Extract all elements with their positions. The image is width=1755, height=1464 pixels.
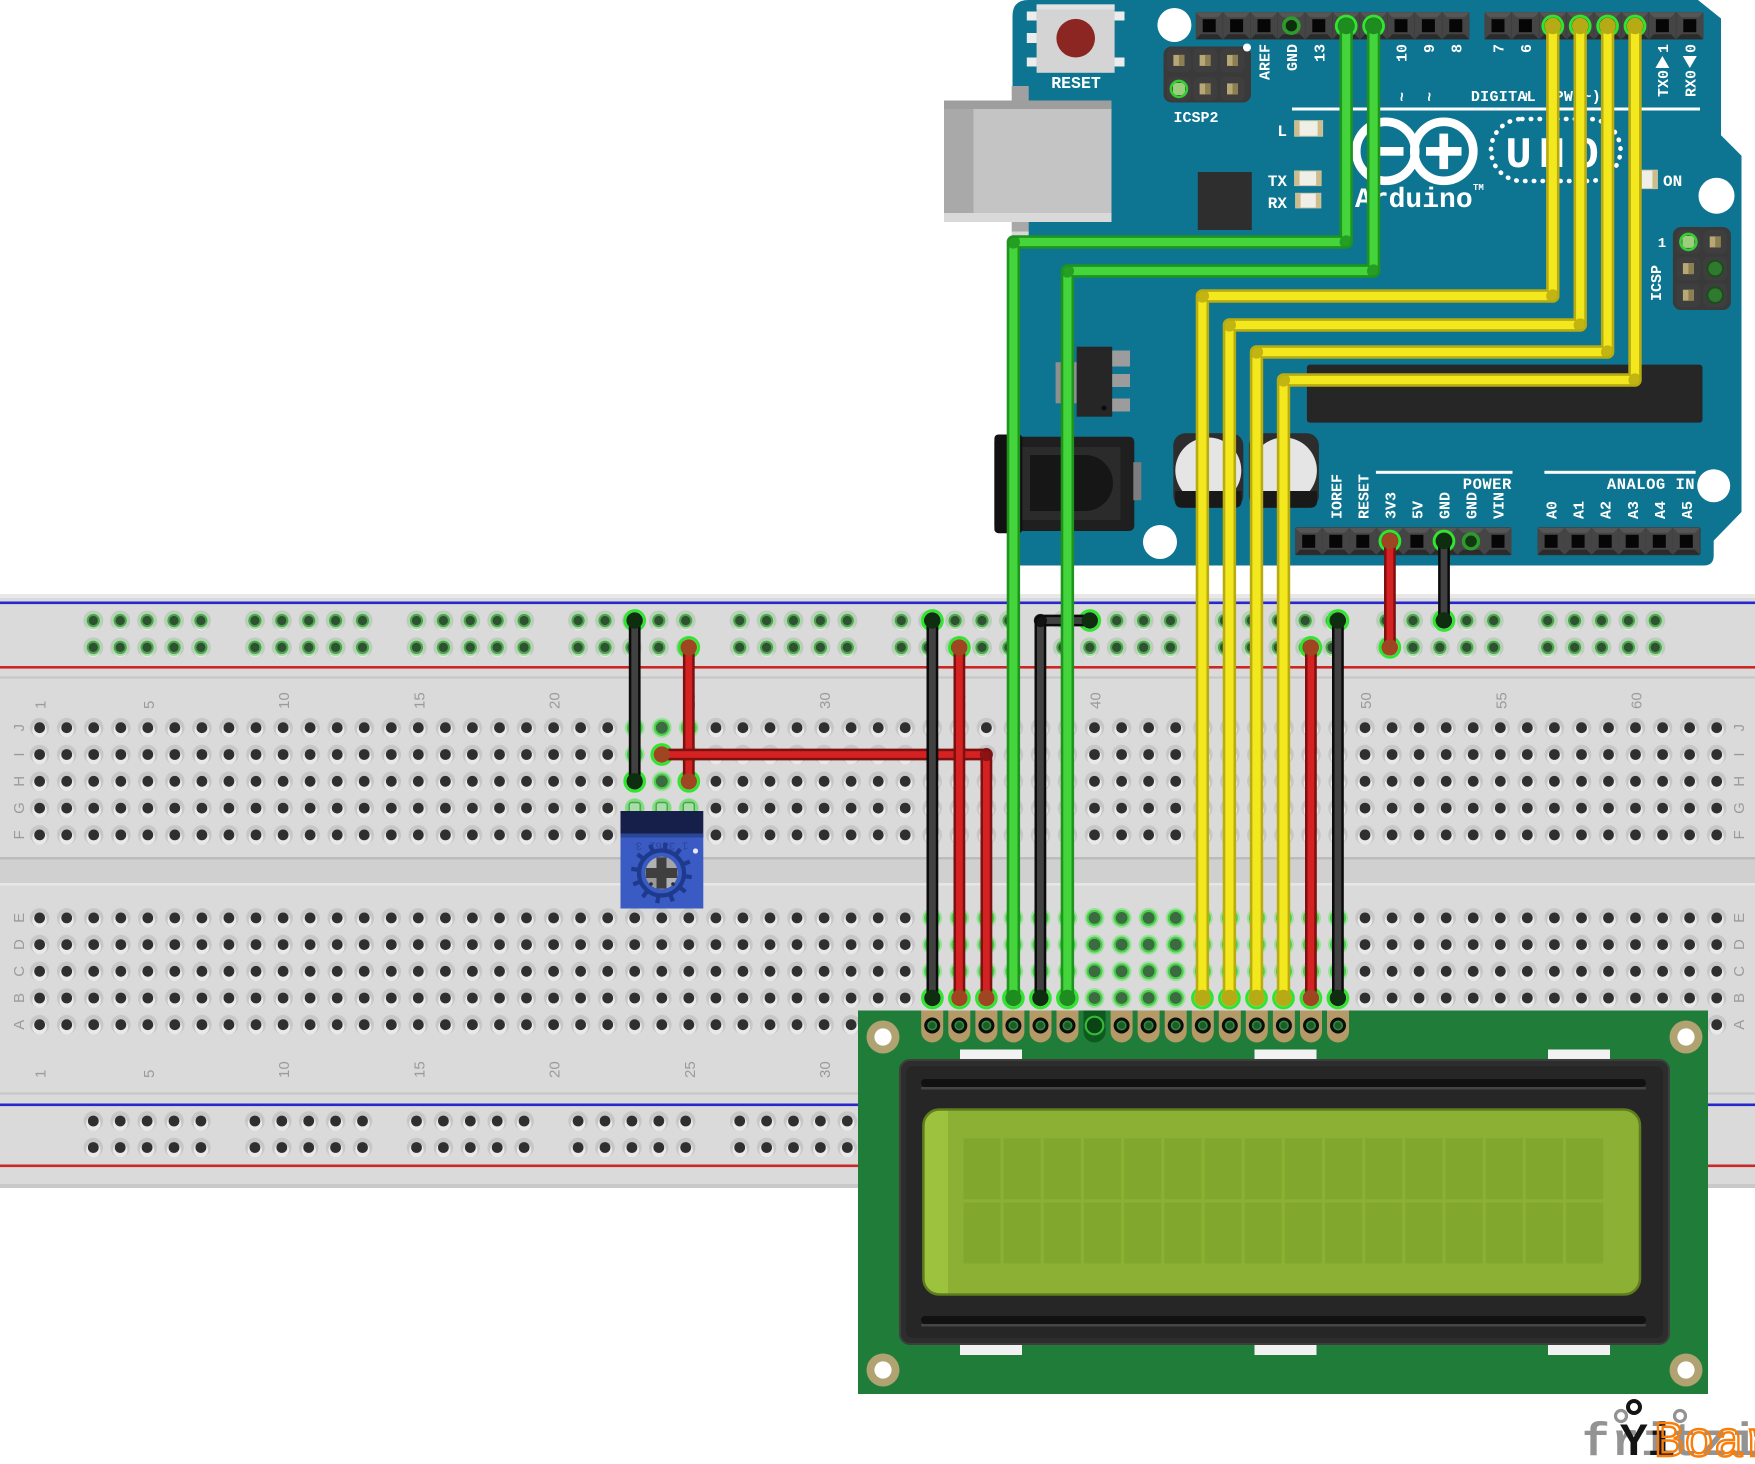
svg-text:A3: A3: [1626, 501, 1643, 519]
svg-text:F: F: [11, 830, 28, 839]
svg-text:GND: GND: [1465, 492, 1482, 519]
svg-text:D: D: [1731, 939, 1748, 950]
svg-text:~: ~: [1421, 92, 1439, 102]
svg-text:Yi: Yi: [1620, 1417, 1675, 1464]
svg-text:E: E: [1731, 913, 1748, 923]
svg-text:TM: TM: [1473, 183, 1484, 193]
svg-text:TX0: TX0: [1656, 70, 1673, 97]
svg-text:10: 10: [276, 692, 293, 709]
svg-text:C: C: [1731, 966, 1748, 977]
svg-text:30: 30: [817, 1061, 834, 1078]
svg-text:POWER: POWER: [1463, 476, 1512, 494]
svg-text:A2: A2: [1599, 501, 1616, 519]
svg-text:ANALOG IN: ANALOG IN: [1607, 476, 1695, 494]
svg-text:DIGITAL (PWM~): DIGITAL (PWM~): [1471, 89, 1601, 106]
svg-text:25: 25: [682, 1061, 699, 1078]
svg-text:10: 10: [1395, 44, 1412, 62]
svg-text:1: 1: [1656, 44, 1673, 53]
svg-text:H: H: [1731, 776, 1748, 787]
svg-text:L: L: [1277, 123, 1287, 141]
svg-text:3V3: 3V3: [1383, 492, 1400, 519]
svg-text:A4: A4: [1653, 501, 1670, 519]
svg-text:10: 10: [276, 1061, 293, 1078]
svg-text:C: C: [11, 966, 28, 977]
svg-text:40: 40: [1088, 692, 1105, 709]
svg-text:ICSP: ICSP: [1649, 265, 1666, 301]
svg-text:B: B: [11, 993, 28, 1003]
svg-text:5V: 5V: [1410, 501, 1427, 519]
svg-text:RESET: RESET: [1356, 474, 1373, 519]
svg-text:1: 1: [33, 701, 50, 709]
svg-text:I: I: [11, 752, 28, 756]
svg-text:A0: A0: [1545, 501, 1562, 519]
svg-text:15: 15: [411, 692, 428, 709]
svg-text:IOREF: IOREF: [1329, 474, 1346, 519]
svg-text:G: G: [1731, 802, 1748, 814]
svg-text:RESET: RESET: [1051, 74, 1101, 93]
svg-text:H: H: [11, 776, 28, 787]
svg-text:9: 9: [1422, 44, 1439, 53]
svg-text:J: J: [1731, 724, 1748, 732]
svg-text:13: 13: [1312, 44, 1329, 62]
svg-text:A: A: [1731, 1020, 1748, 1030]
svg-text:D: D: [11, 939, 28, 950]
svg-text:E: E: [11, 913, 28, 923]
svg-text:J: J: [11, 724, 28, 732]
svg-text:F: F: [1731, 830, 1748, 839]
svg-text:0: 0: [1683, 44, 1700, 53]
svg-text:7: 7: [1492, 44, 1509, 53]
svg-text:RX: RX: [1268, 195, 1288, 213]
svg-text:~: ~: [1518, 92, 1536, 102]
svg-text:G: G: [11, 802, 28, 814]
svg-text:I: I: [1731, 752, 1748, 756]
svg-text:GND: GND: [1285, 44, 1302, 71]
svg-text:TX: TX: [1268, 173, 1288, 191]
svg-text:15: 15: [411, 1061, 428, 1078]
svg-text:20: 20: [547, 1061, 564, 1078]
svg-text:AREF: AREF: [1258, 44, 1275, 80]
svg-text:50: 50: [1358, 692, 1375, 709]
svg-text:8: 8: [1449, 44, 1466, 53]
svg-text:VIN: VIN: [1492, 492, 1509, 519]
svg-text:1 3362 3: 1 3362 3: [636, 839, 689, 851]
svg-text:20: 20: [547, 692, 564, 709]
svg-text:1: 1: [33, 1070, 50, 1078]
svg-text:60: 60: [1629, 692, 1646, 709]
svg-text:ICSP2: ICSP2: [1173, 110, 1218, 127]
svg-text:55: 55: [1493, 692, 1510, 709]
svg-text:A: A: [11, 1020, 28, 1030]
svg-text:Board: Board: [1654, 1415, 1755, 1464]
svg-text:GND: GND: [1438, 492, 1455, 519]
svg-text:~: ~: [1394, 92, 1412, 102]
svg-text:A1: A1: [1572, 501, 1589, 519]
svg-text:fritzing: fritzing: [1582, 1417, 1755, 1464]
svg-text:A5: A5: [1680, 501, 1697, 519]
svg-text:1: 1: [1658, 236, 1666, 252]
svg-text:ON: ON: [1663, 173, 1682, 191]
svg-text:B: B: [1731, 993, 1748, 1003]
svg-text:RX0: RX0: [1683, 70, 1700, 97]
svg-text:6: 6: [1519, 44, 1536, 53]
svg-text:5: 5: [141, 1070, 158, 1078]
svg-text:30: 30: [817, 692, 834, 709]
svg-text:5: 5: [141, 701, 158, 709]
